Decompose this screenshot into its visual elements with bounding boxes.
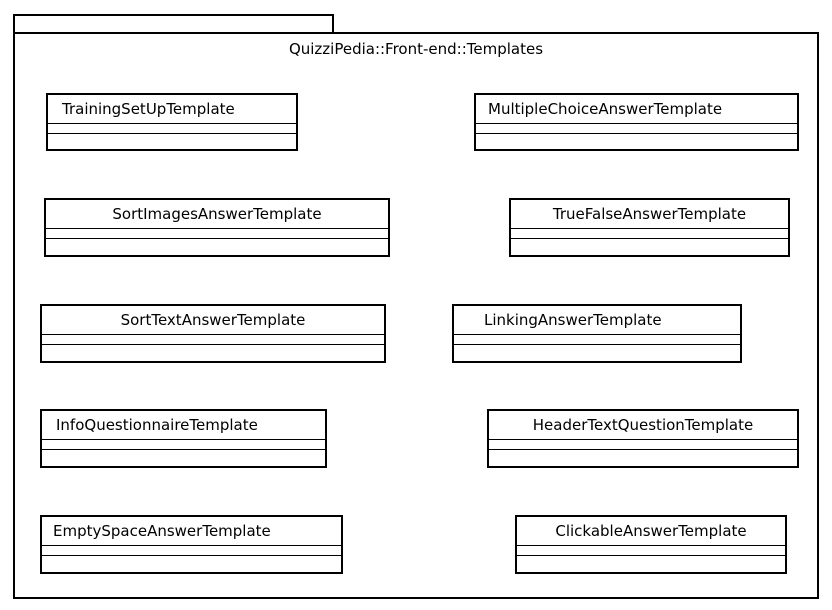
class-name: HeaderTextQuestionTemplate	[532, 416, 754, 434]
operations-divider	[46, 238, 388, 239]
operations-divider	[511, 238, 788, 239]
class-name: TrainingSetUpTemplate	[62, 100, 235, 118]
attributes-divider	[476, 123, 797, 124]
class-name: InfoQuestionnaireTemplate	[56, 416, 258, 434]
class-name: SortTextAnswerTemplate	[120, 311, 306, 329]
class-name: LinkingAnswerTemplate	[484, 311, 662, 329]
operations-divider	[476, 133, 797, 134]
class-name: ClickableAnswerTemplate	[555, 522, 747, 540]
class-box-true-false-answer-template[interactable]: TrueFalseAnswerTemplate	[509, 198, 790, 257]
attributes-divider	[489, 439, 797, 440]
class-box-multiple-choice-answer-template[interactable]: MultipleChoiceAnswerTemplate	[474, 93, 799, 151]
class-name: MultipleChoiceAnswerTemplate	[488, 100, 723, 118]
package-title: QuizziPedia::Front-end::Templates	[288, 40, 544, 58]
operations-divider	[48, 133, 296, 134]
class-box-training-setup-template[interactable]: TrainingSetUpTemplate	[46, 93, 298, 151]
class-box-header-text-question-template[interactable]: HeaderTextQuestionTemplate	[487, 409, 799, 468]
class-box-sort-text-answer-template[interactable]: SortTextAnswerTemplate	[40, 304, 386, 363]
attributes-divider	[42, 334, 384, 335]
attributes-divider	[48, 123, 296, 124]
class-box-sort-images-answer-template[interactable]: SortImagesAnswerTemplate	[44, 198, 390, 257]
class-box-clickable-answer-template[interactable]: ClickableAnswerTemplate	[515, 515, 787, 574]
operations-divider	[42, 344, 384, 345]
attributes-divider	[511, 228, 788, 229]
attributes-divider	[42, 439, 325, 440]
attributes-divider	[454, 334, 740, 335]
operations-divider	[517, 555, 785, 556]
class-name: EmptySpaceAnswerTemplate	[53, 522, 271, 540]
operations-divider	[42, 449, 325, 450]
class-name: SortImagesAnswerTemplate	[112, 205, 322, 223]
operations-divider	[42, 555, 341, 556]
class-box-empty-space-answer-template[interactable]: EmptySpaceAnswerTemplate	[40, 515, 343, 574]
class-name: TrueFalseAnswerTemplate	[552, 205, 747, 223]
package-tab	[13, 14, 334, 32]
attributes-divider	[517, 545, 785, 546]
class-box-info-questionnaire-template[interactable]: InfoQuestionnaireTemplate	[40, 409, 327, 468]
operations-divider	[489, 449, 797, 450]
class-box-linking-answer-template[interactable]: LinkingAnswerTemplate	[452, 304, 742, 363]
attributes-divider	[42, 545, 341, 546]
operations-divider	[454, 344, 740, 345]
attributes-divider	[46, 228, 388, 229]
